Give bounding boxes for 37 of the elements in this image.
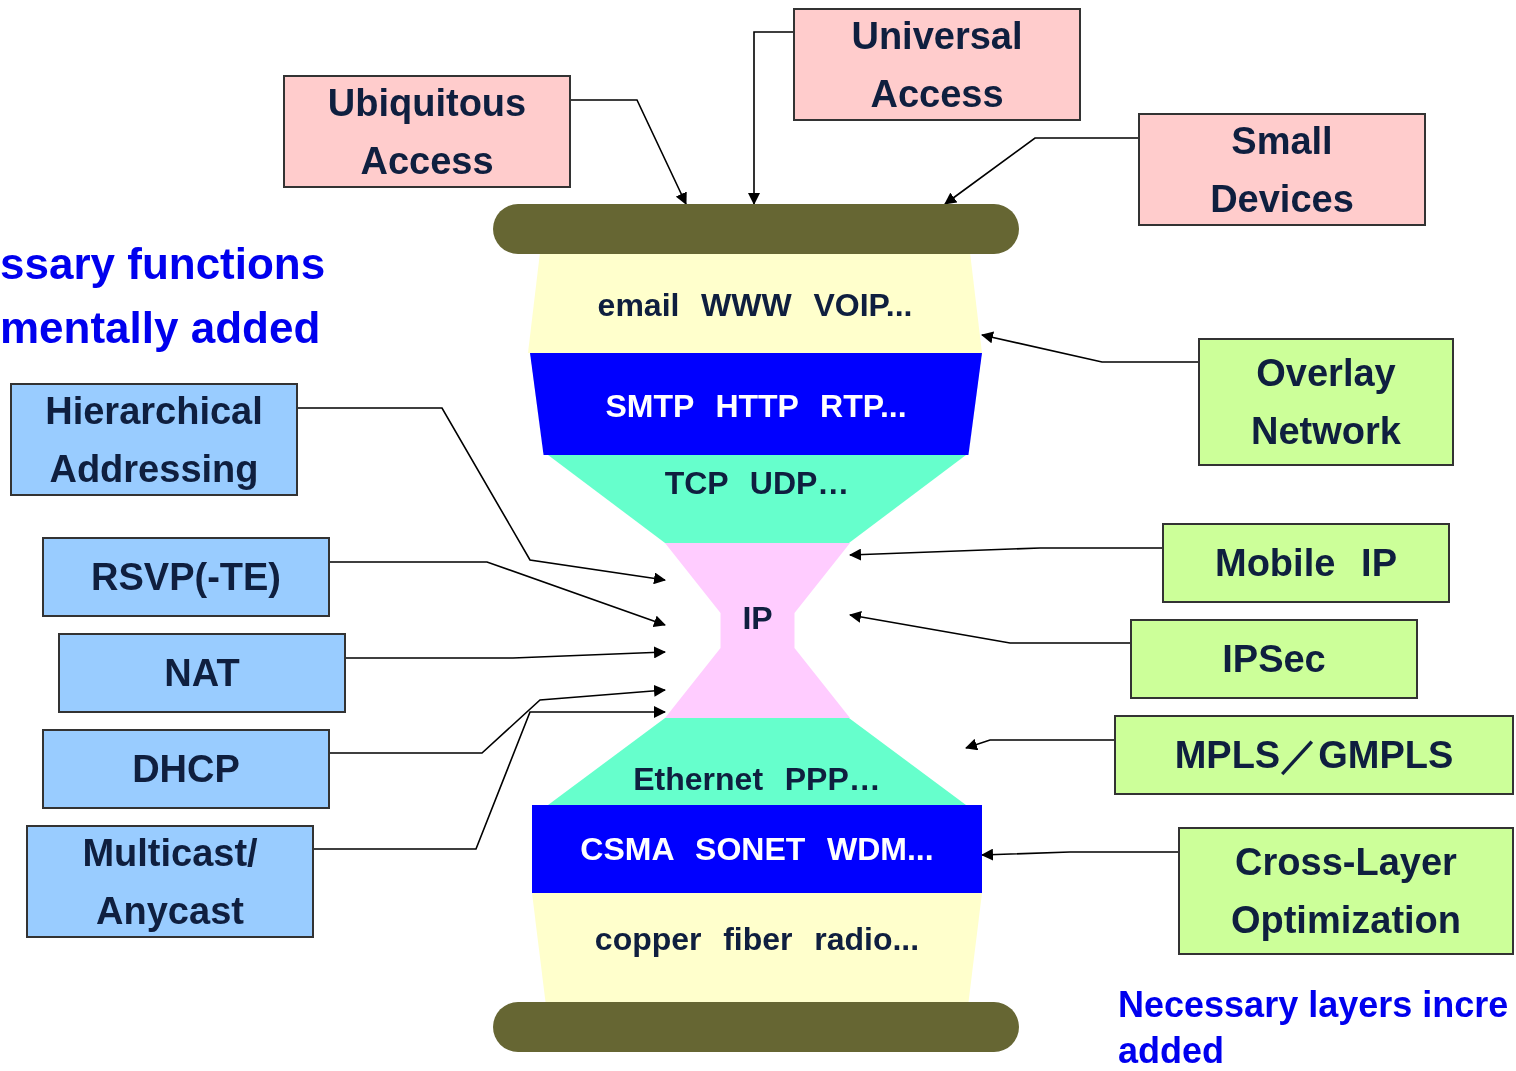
layer-band: copper fiber radio... (532, 893, 982, 1002)
arrow (345, 646, 666, 659)
label-box: Universal Access (793, 8, 1081, 121)
hourglass-cap (493, 204, 1019, 254)
arrow (329, 684, 666, 754)
arrow (849, 611, 1131, 644)
layer-band: CSMA SONET WDM... (532, 805, 982, 893)
hourglass-cap (493, 1002, 1019, 1052)
layer-band: SMTP HTTP RTP... (530, 353, 982, 455)
arrow (981, 331, 1199, 363)
layer-band: Ethernet PPP… (548, 718, 966, 805)
label-box: RSVP(-TE) (42, 537, 330, 617)
arrow (329, 561, 666, 627)
arrow (965, 738, 1115, 751)
label-box: Small Devices (1138, 113, 1426, 226)
note-text: Necessary layers incre added (1118, 983, 1510, 1071)
arrow (570, 99, 687, 205)
note-text: ssary functions mentally added (0, 238, 327, 354)
layer-band: email WWW VOIP... (528, 254, 982, 353)
label-box: NAT (58, 633, 346, 713)
arrow (748, 31, 794, 205)
arrow (944, 137, 1139, 205)
label-box: Ubiquitous Access (283, 75, 571, 188)
label-box: Mobile IP (1162, 523, 1450, 603)
label-box: MPLS／GMPLS (1114, 715, 1514, 795)
arrow (313, 706, 666, 850)
label-box: DHCP (42, 729, 330, 809)
arrow (297, 407, 666, 585)
label-box: Cross-Layer Optimization (1178, 827, 1514, 955)
arrow (849, 547, 1163, 561)
label-box: Hierarchical Addressing (10, 383, 298, 496)
label-box: Overlay Network (1198, 338, 1454, 466)
arrow (981, 848, 1179, 861)
layer-band: IP (665, 543, 850, 718)
label-box: IPSec (1130, 619, 1418, 699)
layer-band: TCP UDP… (548, 455, 966, 543)
label-box: Multicast/ Anycast (26, 825, 314, 938)
